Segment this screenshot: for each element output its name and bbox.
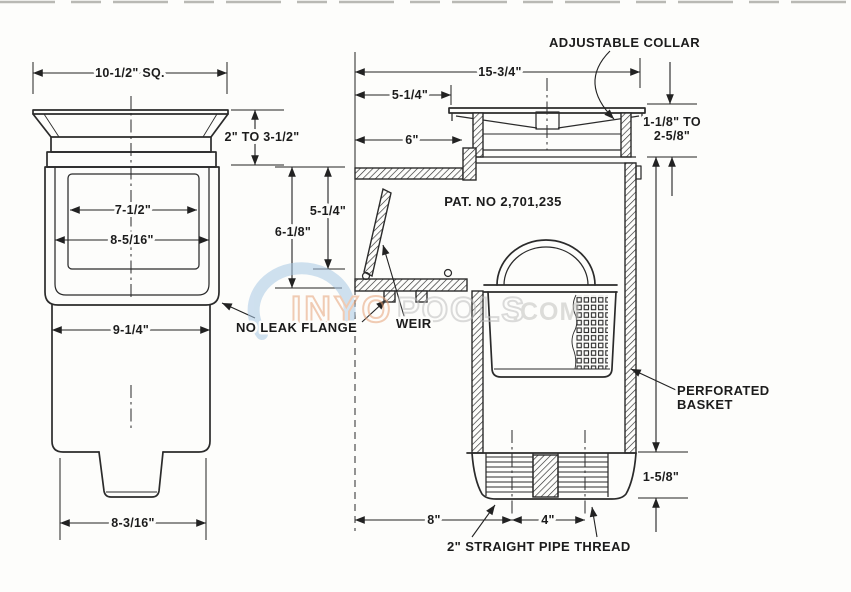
weir-flap xyxy=(363,187,392,278)
lid-flare-inner xyxy=(43,113,218,138)
basket-perforations xyxy=(575,295,608,369)
watermark-text: INYO POOLS .COM xyxy=(291,289,581,330)
dim-collar-offset: 5-1/4" xyxy=(392,88,428,102)
label-no-leak-flange: NO LEAK FLANGE xyxy=(236,320,357,335)
dim-body-width: 9-1/4" xyxy=(113,323,149,337)
dim-thread-height: 1-5/8" xyxy=(643,470,679,484)
basket-leader xyxy=(630,368,677,391)
top-width-extensions xyxy=(32,62,228,94)
section-view-drawing xyxy=(221,50,697,538)
weir-leader xyxy=(382,244,405,317)
thread-leader-left xyxy=(471,504,496,538)
label-weir: WEIR xyxy=(396,316,432,331)
watermark-swirl xyxy=(247,262,356,340)
dim-adjust-line2: 2-5/8" xyxy=(654,129,690,143)
tank-wall-right xyxy=(624,162,637,454)
dim-pipe-left: 8" xyxy=(427,513,440,527)
dim-mouth-outer: 6-1/8" xyxy=(275,225,311,239)
thread-dividers xyxy=(485,453,609,497)
thread-outline xyxy=(471,452,637,500)
basket-handle-inner xyxy=(503,246,589,286)
faceplate-opening xyxy=(67,173,200,270)
collar-wall-right xyxy=(620,112,632,158)
thread-center-section xyxy=(532,454,559,498)
basket-handle-outer xyxy=(496,239,596,286)
dimension-labels: 10-1/2" SQ. 2" TO 3-1/2" 7-1/2" 8-5/16" … xyxy=(92,33,772,557)
dim-throat: 6" xyxy=(405,133,418,147)
body-inner-wall xyxy=(54,167,210,296)
lid-flare xyxy=(32,113,229,138)
front-view-drawing xyxy=(32,62,284,540)
dim-overall: 15-3/4" xyxy=(478,65,521,79)
tank-wall-tab xyxy=(635,165,642,180)
label-pipe-thread: 2" STRAIGHT PIPE THREAD xyxy=(447,539,631,554)
throat-floor xyxy=(354,278,468,292)
thread-height-extensions xyxy=(638,451,688,499)
body-outer xyxy=(44,166,220,306)
watermark: INYO POOLS .COM xyxy=(247,262,581,340)
dim-frame: 8-5/16" xyxy=(110,233,153,247)
label-basket: BASKET xyxy=(677,397,733,412)
collar-leader xyxy=(594,50,615,120)
lower-body xyxy=(51,304,211,453)
thread-ribs-left xyxy=(486,456,533,493)
label-adjustable-collar: ADJUSTABLE COLLAR xyxy=(549,35,700,50)
dim-lid-height: 2" TO 3-1/2" xyxy=(225,130,300,144)
weir-pivot xyxy=(361,271,371,281)
dim-mouth-inner: 5-1/4" xyxy=(310,204,346,218)
perforation-torn-edge xyxy=(571,294,578,370)
thread-leader-right xyxy=(589,506,598,538)
collar-funnel xyxy=(451,113,643,129)
label-perforated: PERFORATED xyxy=(677,383,770,398)
no-leak-flange-tab-1 xyxy=(383,290,396,303)
dim-pipe-spacing: 4" xyxy=(541,513,554,527)
dim-top-width: 10-1/2" SQ. xyxy=(95,66,165,80)
no-leak-flange-tab-2 xyxy=(415,290,428,303)
lid-top xyxy=(32,109,229,115)
basket-body xyxy=(487,291,617,378)
flange-leader-right xyxy=(361,299,387,323)
floor-fitting xyxy=(443,268,453,278)
thread-ribs-right xyxy=(558,456,608,493)
throat-top-wall xyxy=(354,167,464,180)
pipe-centerlines xyxy=(511,430,586,516)
label-patent: PAT. NO 2,701,235 xyxy=(444,194,562,209)
bottom-spigot xyxy=(98,451,164,498)
dim-adjust-line1: 1-1/8" TO xyxy=(643,115,701,129)
dim-opening: 7-1/2" xyxy=(115,203,151,217)
tank-rim-lines xyxy=(475,149,636,164)
dim-bottom-width: 8-3/16" xyxy=(111,516,154,530)
throat-lip xyxy=(462,147,477,181)
